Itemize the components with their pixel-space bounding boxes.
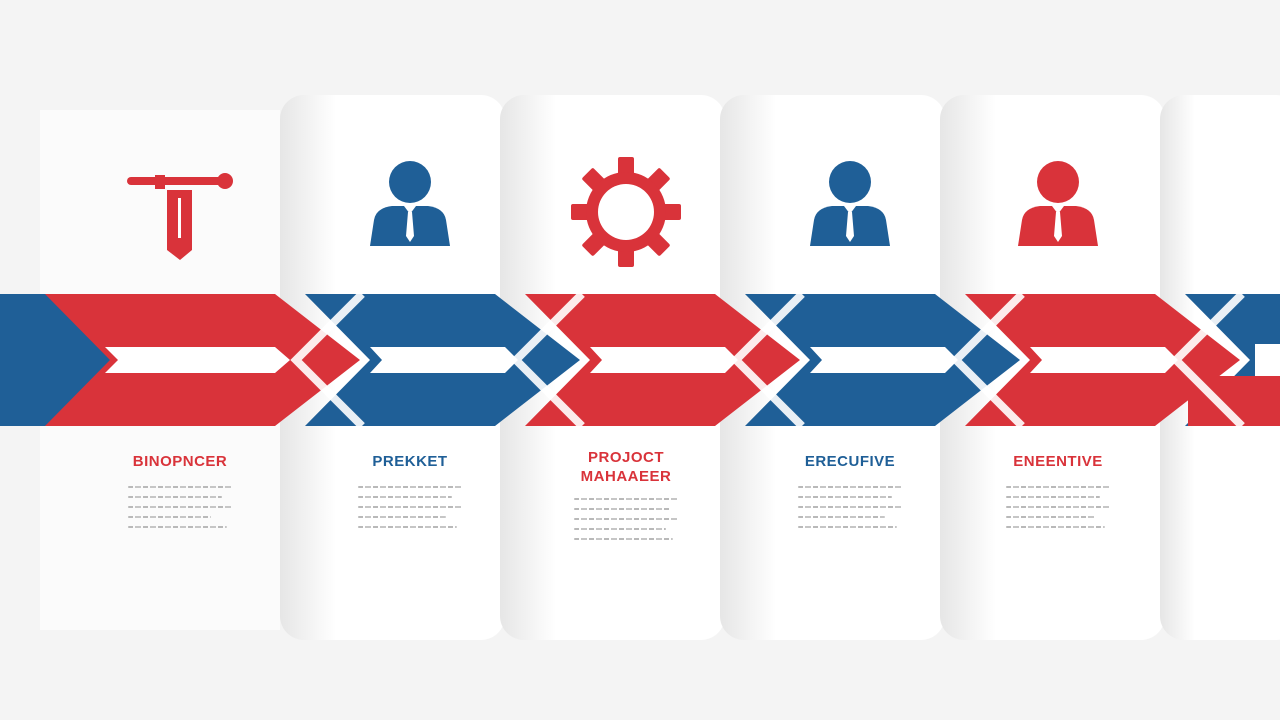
inner-arrow-5	[1030, 347, 1178, 373]
step-1-card: BINOPNCER	[70, 0, 290, 720]
step-4-text-lines	[798, 486, 902, 536]
gear-icon	[566, 150, 686, 270]
step-5-title: ENEENTIVE	[1013, 453, 1103, 470]
pipe-valve-icon	[120, 150, 240, 270]
step-3-title: PROJOCT MAHAAEER	[580, 449, 672, 485]
step-2-card: PREKKET	[300, 0, 520, 720]
inner-arrow-1	[105, 347, 290, 373]
step-4-title: ERECUFIVE	[804, 453, 896, 470]
person-icon	[998, 150, 1118, 270]
inner-arrow-3	[590, 347, 738, 373]
step-1-title: BINOPNCER	[132, 453, 228, 470]
step-3-text-lines	[574, 498, 678, 548]
person-icon	[350, 150, 470, 270]
step-5-text-lines	[1006, 486, 1110, 536]
step-4-card: ERECUFIVE	[740, 0, 960, 720]
step-2-title: PREKKET	[372, 453, 448, 470]
person-icon	[790, 150, 910, 270]
step-1-text-lines	[128, 486, 232, 536]
inner-arrow-2	[370, 347, 518, 373]
process-arrow-band	[0, 291, 1280, 429]
step-5-card: ENEENTIVE	[948, 0, 1168, 720]
step-3-card: PROJOCT MAHAAEER	[516, 0, 736, 720]
step-2-text-lines	[358, 486, 462, 536]
inner-arrow-4	[810, 347, 958, 373]
